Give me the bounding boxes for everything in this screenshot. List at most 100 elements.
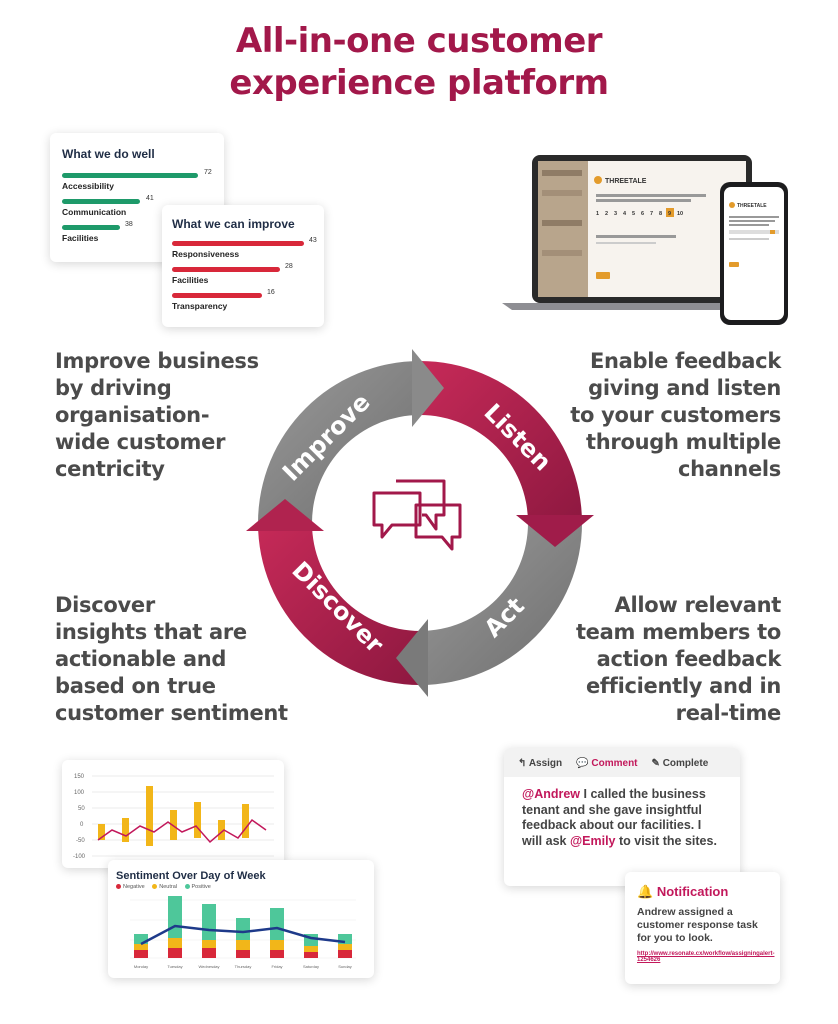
day-label: Tuesday [167, 964, 182, 969]
text-line: centricity [55, 457, 165, 481]
tab-comment-label: Comment [591, 758, 638, 769]
chat-bubbles-icon [372, 479, 462, 551]
phone-next-button [729, 262, 739, 267]
day-label: Monday [134, 964, 148, 969]
svg-text:50: 50 [78, 806, 85, 812]
well-row: 72 Accessibility [62, 169, 212, 199]
scale-1: 1 [596, 211, 599, 217]
text-line: wide customer [55, 430, 226, 454]
well-label: Facilities [62, 233, 99, 243]
svg-text:100: 100 [74, 790, 85, 796]
listen-description: Enable feedback giving and listen to you… [521, 348, 781, 483]
mention-andrew[interactable]: @Andrew [522, 787, 581, 801]
improve-bar-responsiveness [172, 241, 304, 246]
svg-text:-50: -50 [76, 838, 85, 844]
listen-segment [420, 361, 582, 523]
text-line: Discover [55, 593, 155, 617]
title-line-1: All-in-one customer [235, 21, 603, 61]
well-value: 38 [125, 221, 133, 228]
improve-row: 43 Responsiveness [172, 237, 317, 267]
scale-9: 9 [668, 211, 671, 217]
discover-segment [258, 523, 420, 685]
improve-description: Improve business by driving organisation… [55, 348, 295, 483]
mention-emily[interactable]: @Emily [569, 833, 616, 848]
svg-text:-100: -100 [73, 854, 86, 860]
text-line: efficiently and in [585, 674, 781, 698]
improve-bar-transparency [172, 293, 262, 298]
edit-icon: ✎ [651, 758, 660, 769]
sentiment-legend: Negative Neutral Positive [116, 884, 366, 890]
svg-text:0: 0 [80, 822, 84, 828]
text-line: Improve business [55, 349, 259, 373]
well-bar-accessibility [62, 173, 198, 178]
svg-text:150: 150 [74, 774, 85, 780]
laptop-brand: THREETALE [605, 178, 647, 185]
notification-header: 🔔 Notification [637, 884, 768, 900]
act-arrowhead [396, 619, 428, 697]
legend-negative: Negative [116, 884, 145, 890]
well-row: 38 Facilities [62, 221, 212, 251]
improve-value: 16 [267, 289, 275, 296]
text-line: by driving [55, 376, 172, 400]
improve-segment [258, 361, 420, 523]
text-line: giving and listen [588, 376, 781, 400]
legend-positive: Positive [184, 884, 211, 890]
improve-label: Responsiveness [172, 249, 240, 259]
scale-6: 6 [641, 211, 644, 217]
laptop-photo [538, 161, 588, 297]
legend-neutral-label: Neutral [159, 884, 177, 890]
improve-row: 28 Facilities [172, 263, 314, 293]
laptop-scale: 1 2 3 4 5 6 7 8 9 10 [596, 208, 683, 217]
well-heading: What we do well [62, 147, 155, 161]
text-line: action feedback [596, 647, 782, 671]
well-value: 72 [204, 169, 212, 176]
tab-comment[interactable]: 💬 Comment [576, 758, 637, 769]
text-line: based on true [55, 674, 216, 698]
legend-positive-label: Positive [191, 884, 211, 890]
well-row: 41 Communication [62, 195, 212, 225]
notification-body: Andrew assigned a customer response task… [637, 906, 758, 944]
legend-neutral: Neutral [152, 884, 177, 890]
cycle-diagram: Improve Listen Act Discover [246, 349, 594, 697]
page-title: All-in-one customer experience platform [0, 20, 838, 104]
scale-7: 7 [650, 211, 653, 217]
bell-icon: 🔔 [637, 884, 654, 899]
comment-icon: 💬 [576, 758, 589, 769]
laptop-base [502, 303, 782, 310]
well-label: Communication [62, 207, 127, 217]
scale-10: 10 [677, 211, 683, 217]
listen-arrowhead [516, 515, 594, 547]
what-we-do-well-card: What we do well 72 Accessibility 41 Comm… [50, 133, 224, 262]
discover-arrowhead [246, 499, 324, 531]
text-line: organisation- [55, 403, 210, 427]
notification-title: Notification [656, 884, 729, 899]
improve-value: 28 [285, 263, 293, 270]
improve-value: 43 [309, 237, 317, 244]
tab-assign[interactable]: ↰ Assign [518, 758, 562, 769]
improve-heading: What we can improve [172, 217, 295, 231]
sentiment-title: Sentiment Over Day of Week [116, 870, 266, 882]
tab-complete[interactable]: ✎ Complete [652, 758, 709, 769]
tab-complete-label: Complete [662, 758, 709, 769]
text-line: real-time [675, 701, 782, 725]
legend-negative-label: Negative [123, 884, 145, 890]
improve-label: Transparency [172, 301, 228, 311]
phone-brand: THREETALE [737, 203, 767, 209]
bar-line-chart-card: 150 100 50 0 -50 -100 [62, 760, 284, 868]
text-line: to your customers [570, 403, 781, 427]
act-description: Allow relevant team members to action fe… [521, 592, 781, 727]
day-label: Friday [271, 964, 282, 969]
scale-5: 5 [632, 211, 635, 217]
well-bar-communication [62, 199, 140, 204]
reply-icon: ↰ [518, 758, 527, 769]
well-value: 41 [146, 195, 154, 202]
notification-link[interactable]: http://www.resonate.cx/workflow/assignin… [637, 951, 775, 963]
text-line: channels [677, 457, 781, 481]
scale-2: 2 [605, 211, 608, 217]
day-label: Saturday [303, 964, 319, 969]
well-label: Accessibility [62, 181, 114, 191]
improve-arrowhead [412, 349, 444, 427]
sentiment-plot: Monday Tuesday Wednesday Thursday Friday… [130, 896, 356, 969]
comment-card: ↰ Assign 💬 Comment ✎ Complete @Andrew I … [504, 748, 740, 886]
sentiment-chart-card: Sentiment Over Day of Week Negative Neut… [108, 860, 374, 978]
